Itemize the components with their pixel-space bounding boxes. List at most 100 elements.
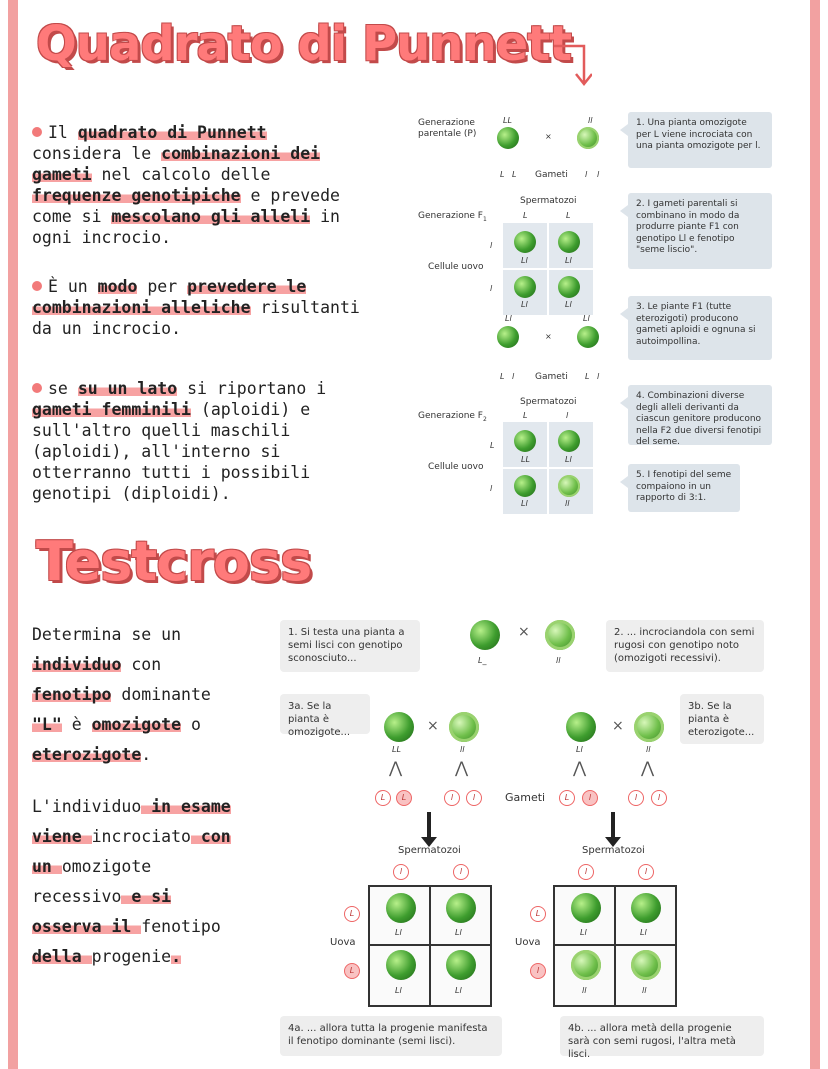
highlighted-text: fenotipo [32, 685, 112, 704]
genotype-label: ll [588, 116, 593, 125]
text: Il [48, 123, 78, 142]
genotype-label: Ll [565, 300, 572, 309]
allele-circle: L [344, 963, 360, 979]
text: omozigote recessivo [32, 857, 152, 906]
wrinkled-seed [449, 712, 479, 742]
text: L'individuo [32, 797, 142, 816]
text: progenie [91, 947, 172, 966]
text: o [181, 715, 201, 734]
genotype-label: Ll [583, 314, 590, 323]
highlighted-text: "L" [32, 715, 62, 734]
spermatozoi-label: Spermatozoi [398, 845, 461, 856]
smooth-seed [386, 893, 416, 923]
text: risultanti da un incrocio. [32, 298, 360, 338]
left-border [8, 0, 18, 1069]
smooth-seed [558, 276, 580, 298]
allele-label: l [566, 411, 569, 420]
bullet-dot [32, 127, 42, 137]
genotype-label: Ll [576, 745, 583, 754]
highlighted-text: su un lato [77, 379, 178, 398]
punnett-bullet-1: Il quadrato di Punnett considera le comb… [32, 122, 362, 248]
text: (aploidi) e sull'altro quelli maschili (… [32, 400, 311, 503]
uova-label: Uova [330, 937, 356, 948]
allele-circle: l [638, 864, 654, 880]
highlighted-text: modo [97, 277, 138, 296]
allele-circle: l [453, 864, 469, 880]
note-1: 1. Una pianta omozigote per L viene incr… [620, 112, 772, 168]
text: con [121, 655, 162, 674]
allele-label: L [490, 441, 495, 450]
gen-p-label: Generazione parentale (P) [418, 118, 477, 139]
smooth-seed [514, 276, 536, 298]
allele-circle: L [559, 790, 575, 806]
genotype-label: Ll [640, 928, 647, 937]
cross-symbol: × [545, 332, 552, 341]
text: e prevede come si [32, 186, 340, 226]
text: nel calcolo delle [91, 165, 271, 184]
genotype-label: Ll [455, 928, 462, 937]
genotype-label: ll [646, 745, 651, 754]
genotype-label: Ll [395, 986, 402, 995]
genotype-label: Ll [580, 928, 587, 937]
allele-label: l [597, 170, 600, 179]
genotype-label: Ll [521, 256, 528, 265]
genotype-label: ll [556, 656, 561, 665]
allele-circle: l [530, 963, 546, 979]
wrinkled-seed [634, 712, 664, 742]
allele-circle: L [396, 790, 412, 806]
allele-label: L [500, 170, 505, 179]
allele-label: l [490, 284, 493, 293]
spermatozoi-label: Spermatozoi [520, 196, 577, 206]
punnett-bullet-3: se su un lato si riportano i gameti femm… [32, 378, 362, 504]
note-3: 3. Le piante F1 (tutte eterozigoti) prod… [620, 296, 772, 360]
text: se [48, 379, 78, 398]
allele-label: L [585, 372, 590, 381]
smooth-seed [446, 893, 476, 923]
text: in ogni incrocio. [32, 207, 340, 247]
genotype-label: ll [642, 986, 647, 995]
allele-circle: L [530, 906, 546, 922]
wrinkled-seed [631, 950, 661, 980]
genotype-label: ll [565, 499, 570, 508]
genotype-label: Ll [521, 499, 528, 508]
smooth-seed [470, 620, 500, 650]
arrow-down-icon [605, 812, 621, 847]
smooth-seed [577, 326, 599, 348]
text: si riportano i [177, 379, 327, 398]
arrow-down-icon [421, 812, 437, 847]
allele-label: L [566, 211, 571, 220]
text: È un [48, 277, 98, 296]
smooth-seed [446, 950, 476, 980]
allele-label: L [512, 170, 517, 179]
cross-symbol: × [612, 718, 624, 734]
allele-label: l [490, 241, 493, 250]
highlighted-text: . [171, 947, 182, 966]
cross-symbol: × [545, 132, 552, 141]
smooth-seed [631, 893, 661, 923]
wrinkled-seed [577, 127, 599, 149]
note-4: 4. Combinazioni diverse degli alleli der… [620, 385, 772, 447]
cross-symbol: × [518, 624, 530, 640]
genotype-label: LL [503, 116, 512, 125]
highlighted-text: eterozigote [32, 745, 142, 764]
genotype-label: Ll [521, 300, 528, 309]
bullet-dot [32, 281, 42, 291]
card-3b: 3b. Se la pianta è eterozigote... [680, 694, 764, 744]
cellule-uovo-label: Cellule uovo [428, 262, 484, 272]
gameti-label: Gameti [535, 170, 568, 180]
punnett-bullet-2: È un modo per prevedere le combinazioni … [32, 276, 362, 339]
allele-label: l [512, 372, 515, 381]
allele-circle: l [393, 864, 409, 880]
gen-f2-label: Generazione F2 [418, 411, 487, 423]
allele-label: l [585, 170, 588, 179]
note-2: 2. I gameti parentali si combinano in mo… [620, 193, 772, 269]
allele-circle: l [444, 790, 460, 806]
wrinkled-seed [545, 620, 575, 650]
genotype-label: ll [460, 745, 465, 754]
allele-circle: l [582, 790, 598, 806]
smooth-seed [514, 475, 536, 497]
card-3a: 3a. Se la pianta è omozigote... [280, 694, 370, 738]
title-punnett: Quadrato di Punnett [36, 16, 572, 72]
text: fenotipo [141, 917, 221, 936]
spermatozoi-label: Spermatozoi [582, 845, 645, 856]
